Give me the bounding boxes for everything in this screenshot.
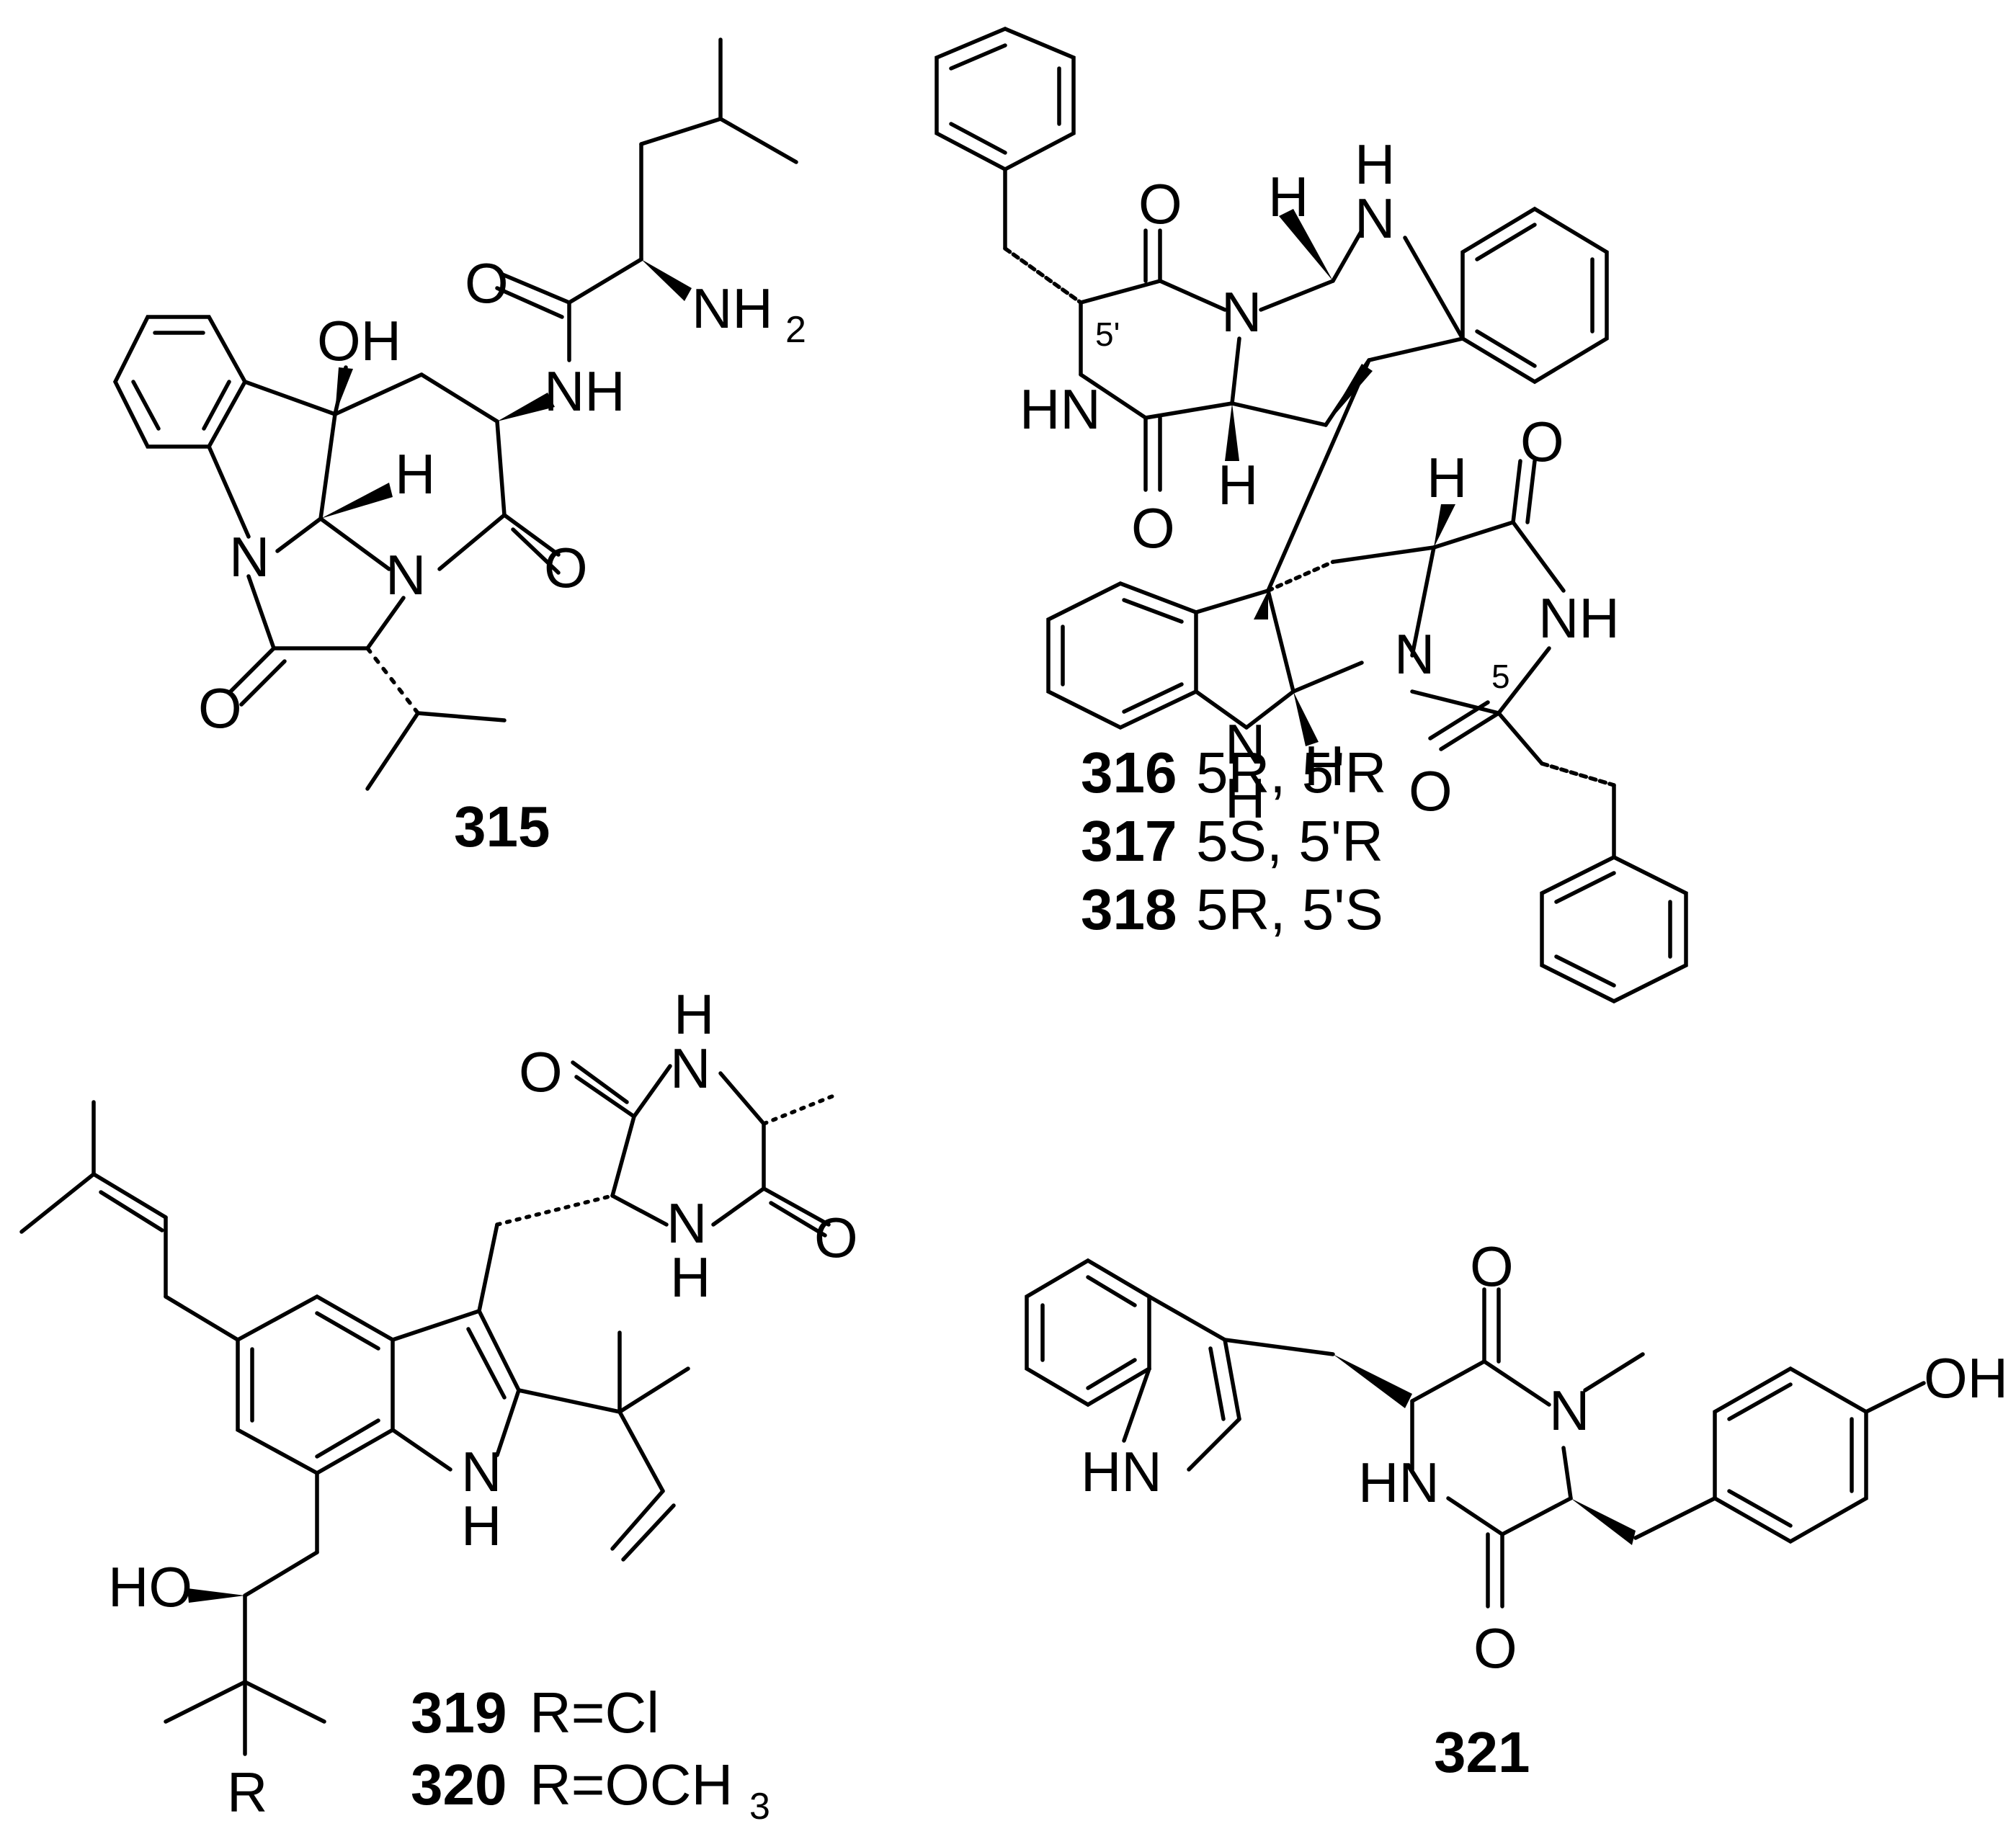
nitrogen-label: N — [1549, 1379, 1589, 1442]
compound-label-319: 319 R=Cl — [411, 1681, 659, 1745]
compound-label-320: 320 R=OCH 3 — [411, 1753, 770, 1827]
amide-nh-label: H — [674, 983, 714, 1046]
compound-319-320-structure: H N O O N H N H HO R 319 R=Cl 320 R=OCH … — [19, 983, 858, 1827]
oxygen-label: O — [1473, 1616, 1517, 1680]
compound-id-317: 317 — [1081, 809, 1177, 873]
compound-id-319: 319 — [411, 1681, 507, 1745]
oxygen-label: O — [519, 1040, 563, 1104]
compound-id-320: 320 — [411, 1753, 507, 1817]
benzene-ring — [1540, 854, 1688, 1004]
benzene-ring — [236, 1294, 395, 1476]
hydroxyl-label: HO — [108, 1555, 192, 1619]
nitrogen-label: N — [385, 543, 426, 607]
compound-id-321: 321 — [1434, 1720, 1530, 1784]
hydrogen-label: H — [1268, 165, 1308, 228]
oxygen-label: O — [465, 251, 509, 315]
isopropyl-hashed-bond — [365, 646, 420, 715]
hydrogen-label: H — [670, 1245, 710, 1309]
benzene-ring — [1713, 1366, 1868, 1544]
nitrogen-label: N — [461, 1440, 501, 1503]
compound-label-316: 316 5R, 5'R — [1081, 740, 1386, 805]
compound-id-318: 318 — [1081, 877, 1177, 941]
oxygen-label: O — [198, 676, 242, 740]
oxygen-label: O — [544, 536, 588, 599]
oxygen-label: O — [1131, 496, 1175, 560]
oxygen-label: O — [1138, 172, 1182, 236]
compound-316-318-structure: O N H N H HN 5' O H H O NH N 5 O N H H 3… — [935, 27, 1688, 1004]
compound-label-317: 317 5S, 5'R — [1081, 809, 1383, 873]
oxygen-label: O — [1409, 759, 1453, 823]
nitrogen-label: N — [1221, 280, 1262, 344]
hydrogen-label: H — [1427, 446, 1467, 509]
compound-id-315: 315 — [454, 795, 550, 859]
hydrogen-label: H — [461, 1494, 501, 1557]
benzene-ring — [112, 315, 248, 449]
compound-desc-316: 5R, 5'R — [1196, 740, 1386, 805]
hydroxyl-label: OH — [317, 309, 401, 372]
oxygen-label: O — [1520, 410, 1564, 473]
nitrogen-label: N — [229, 525, 269, 589]
compound-id-316: 316 — [1081, 740, 1177, 805]
nitrogen-label: N — [666, 1191, 707, 1255]
hydrogen-label: H — [1218, 453, 1258, 516]
hydroxyl-label: OH — [1924, 1346, 2008, 1410]
nitrogen-label: N — [1225, 712, 1265, 776]
compound-desc-318: 5R, 5'S — [1196, 877, 1383, 941]
oxygen-label: O — [814, 1206, 858, 1269]
compound-desc-320-subscript: 3 — [749, 1786, 770, 1827]
nitrogen-label: N — [1355, 187, 1395, 250]
compound-label-318: 318 5R, 5'S — [1081, 877, 1383, 941]
locant-5: 5 — [1491, 658, 1510, 695]
nitrogen-label: N — [1394, 622, 1435, 686]
compound-desc-317: 5S, 5'R — [1196, 809, 1383, 873]
locant-5-prime: 5' — [1095, 316, 1120, 353]
compound-desc-319: R=Cl — [530, 1681, 659, 1745]
amine-nh2-subscript: 2 — [785, 309, 806, 351]
hydrogen-label: H — [1225, 766, 1265, 830]
amide-nh-label: NH — [1538, 586, 1620, 650]
hydrogen-label: H — [1304, 734, 1344, 797]
oxygen-label: O — [1470, 1235, 1514, 1298]
amide-nh-label: HN — [1358, 1451, 1440, 1514]
r-group-label: R — [227, 1760, 267, 1824]
hydrogen-label: H — [395, 442, 435, 506]
hydrogen-label: H — [1355, 133, 1395, 196]
nitrogen-label: N — [670, 1037, 710, 1100]
indole-nh-label: HN — [1081, 1440, 1162, 1503]
benzene-ring — [1046, 581, 1198, 730]
amide-nh-label: NH — [544, 359, 625, 423]
amide-nh-label: HN — [1020, 377, 1101, 441]
compound-desc-320: R=OCH — [530, 1753, 733, 1817]
amine-nh2-label: NH — [692, 277, 773, 340]
compound-321-structure: HN O N HN O OH 321 — [1025, 1235, 2008, 1784]
benzene-ring — [1460, 206, 1609, 385]
compound-315-structure: OH H N N O O NH O NH 2 315 — [112, 37, 806, 859]
benzene-ring — [1025, 1258, 1151, 1408]
benzene-ring — [935, 27, 1076, 172]
